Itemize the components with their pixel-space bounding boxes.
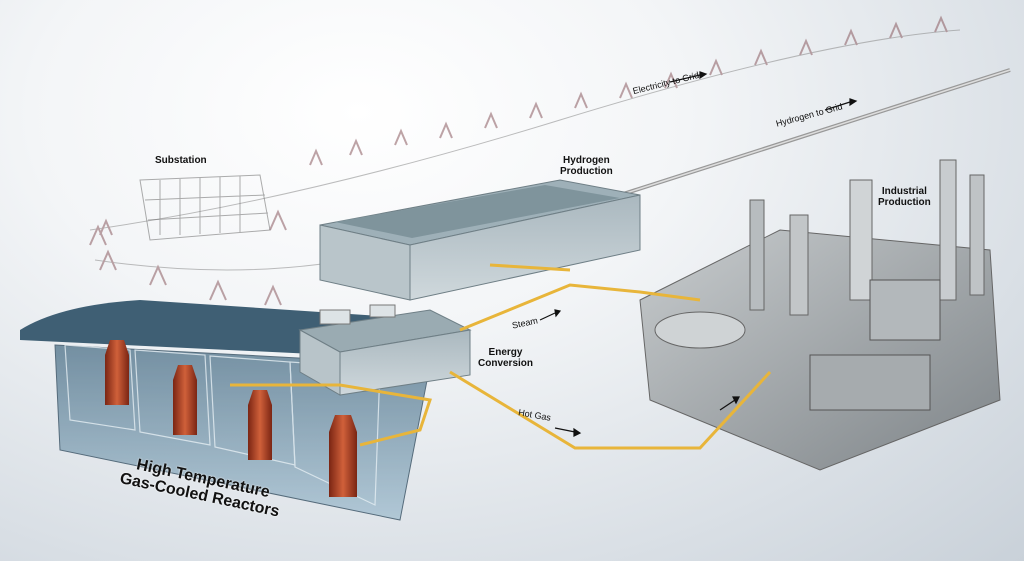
energy-conversion-line2: Conversion — [478, 358, 534, 369]
industrial-production-line2: Production — [878, 197, 931, 208]
steam-pipe — [459, 283, 701, 332]
hydrogen-feed-pipe — [489, 263, 571, 272]
industrial-production-label: Industrial Production — [878, 186, 931, 208]
flow-arrows — [539, 71, 858, 437]
energy-conversion-building — [298, 304, 472, 396]
reactor-vessels — [105, 340, 357, 497]
electricity-transmission-line — [89, 15, 961, 306]
hydrogen-production-line2: Production — [560, 166, 613, 177]
energy-conversion-label: Energy Conversion — [478, 347, 533, 369]
substation — [139, 174, 271, 241]
substation-label: Substation — [155, 155, 207, 166]
energy-conversion-line1: Energy — [488, 347, 523, 358]
pipes — [230, 263, 772, 450]
industrial-production-line1: Industrial — [881, 186, 927, 197]
hydrogen-production-label: Hydrogen Production — [560, 155, 613, 177]
hydrogen-production-building — [319, 179, 641, 301]
hydrogen-production-line1: Hydrogen — [563, 155, 610, 166]
industrial-complex — [639, 159, 1001, 471]
hot-gas-pipe — [449, 370, 772, 450]
reactor-pipe — [230, 383, 432, 447]
